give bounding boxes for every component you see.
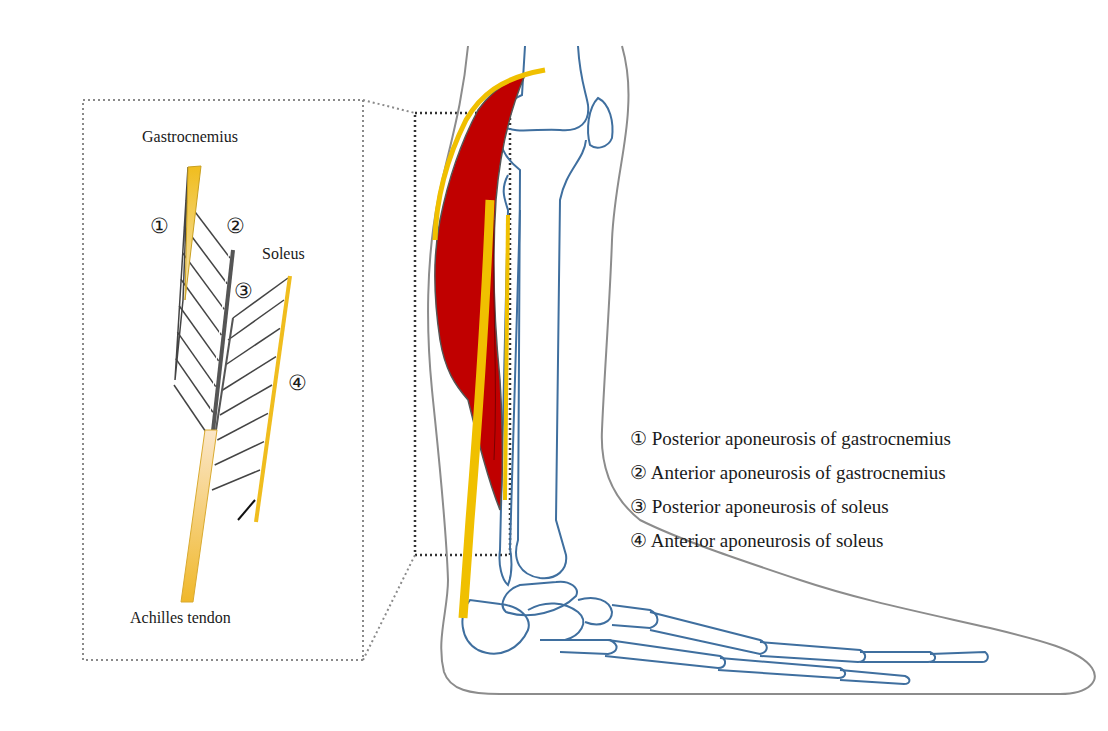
posterior-aponeurosis-gastrocnemius: [185, 166, 201, 300]
part-label: Gastrocnemius: [142, 128, 238, 146]
zoom-line: [363, 555, 415, 660]
legend-text: ② Anterior aponeurosis of gastrocnemius: [630, 462, 946, 484]
callout-number: ①: [150, 214, 169, 238]
anterior-aponeurosis-soleus-main: [505, 215, 508, 500]
bones: [462, 46, 987, 684]
part-label: Soleus: [262, 245, 305, 263]
anterior-aponeurosis-soleus: [256, 276, 290, 522]
achilles-tendon: [181, 430, 217, 602]
zoom-line: [363, 100, 415, 113]
callout-number: ②: [226, 214, 245, 238]
part-label: Achilles tendon: [130, 609, 231, 627]
callout-number: ③: [234, 279, 253, 303]
legend-text: ③ Posterior aponeurosis of soleus: [630, 496, 889, 518]
muscle-fibers: [174, 200, 230, 438]
leg-outline: [428, 46, 1095, 694]
posterior-aponeurosis-soleus: [216, 318, 233, 430]
inset-frame: [83, 100, 363, 660]
legend-text: ④ Anterior aponeurosis of soleus: [630, 530, 883, 552]
callout-number: ④: [288, 371, 307, 395]
anterior-aponeurosis-gastrocnemius: [212, 250, 233, 440]
legend-text: ① Posterior aponeurosis of gastrocnemius: [630, 428, 951, 450]
achilles-tendon-main: [463, 200, 490, 618]
